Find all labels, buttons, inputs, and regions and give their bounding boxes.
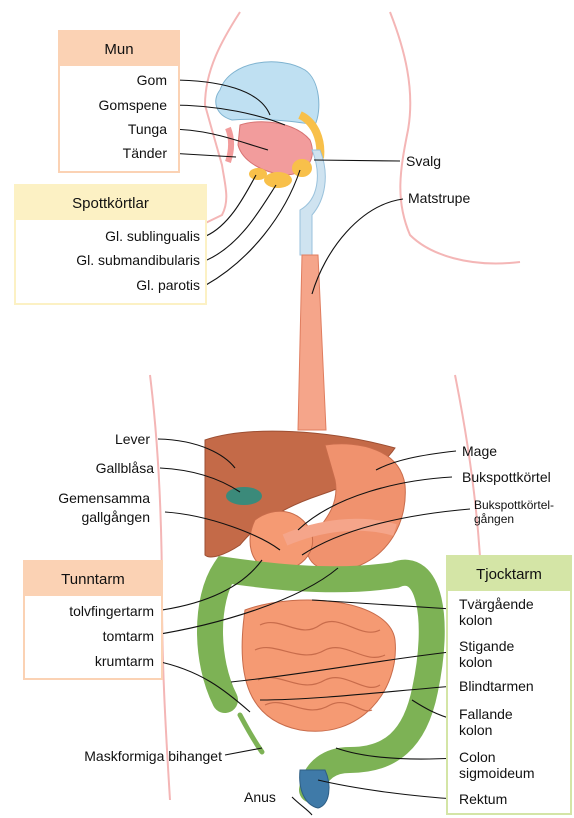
label-gemensamma-2: gallgången — [81, 509, 150, 525]
label-krumtarm: krumtarm — [95, 653, 154, 669]
tunntarm-title: Tunntarm — [61, 571, 125, 588]
label-gallblasa: Gallblåsa — [96, 460, 154, 476]
leader-maskformiga — [225, 748, 262, 755]
leader-blindtarmen — [260, 686, 456, 700]
leader-tomtarm — [148, 568, 338, 636]
leader-bukspottkortelgangen — [302, 509, 470, 555]
leader-tvargaende — [312, 600, 452, 609]
leader-mage — [376, 451, 456, 470]
label-sublingualis: Gl. sublingualis — [105, 228, 200, 244]
label-fallande-kolon: Fallande kolon — [459, 706, 539, 738]
leader-anus — [292, 797, 312, 815]
leader-lever — [158, 439, 235, 468]
label-tunga: Tunga — [128, 121, 167, 137]
label-colon-sigmoideum: Colon sigmoideum — [459, 749, 549, 781]
label-tander: Tänder — [123, 145, 167, 161]
label-tolvfingertarm: tolvfingertarm — [69, 603, 154, 619]
label-bukspottkortel: Bukspottkörtel — [462, 469, 551, 485]
label-colon-sigmoideum-text: Colon sigmoideum — [459, 749, 534, 781]
label-gomspene: Gomspene — [99, 97, 167, 113]
label-tvargaende-kolon-text: Tvärgående kolon — [459, 596, 534, 628]
leader-tolvfingertarm — [155, 560, 262, 611]
leader-gom — [170, 80, 270, 115]
label-bukspottkortelgangen-2: gången — [474, 511, 514, 527]
leader-bukspottkortel — [298, 477, 452, 530]
mun-title: Mun — [104, 41, 133, 58]
leader-svalg — [314, 160, 400, 161]
label-stigande-kolon-text: Stigande kolon — [459, 638, 514, 670]
label-mage: Mage — [462, 443, 497, 459]
leader-tunga — [168, 129, 268, 150]
spottkortlar-header: Spottkörtlar — [16, 186, 205, 220]
leader-stigande — [231, 652, 450, 682]
label-rektum: Rektum — [459, 791, 507, 807]
label-gemensamma-1: Gemensamma — [58, 490, 150, 506]
label-fallande-kolon-text: Fallande kolon — [459, 706, 513, 738]
label-svalg: Svalg — [406, 153, 441, 169]
label-anus: Anus — [244, 789, 276, 805]
tjocktarm-title: Tjocktarm — [476, 566, 542, 583]
label-stigande-kolon: Stigande kolon — [459, 638, 539, 670]
label-gom: Gom — [137, 72, 167, 88]
leader-parotis — [206, 170, 300, 285]
leader-colon-sigmoideum — [336, 748, 456, 759]
leader-sublingualis — [206, 175, 256, 236]
label-matstrupe: Matstrupe — [408, 190, 470, 206]
label-lever: Lever — [115, 431, 150, 447]
tjocktarm-header: Tjocktarm — [448, 557, 570, 591]
label-maskformiga-bihanget: Maskformiga bihanget — [84, 748, 222, 764]
leader-gemensamma — [165, 512, 280, 550]
spottkortlar-title: Spottkörtlar — [72, 195, 149, 212]
label-submandibularis: Gl. submandibularis — [76, 252, 200, 268]
leader-gomspene — [170, 105, 285, 125]
leader-gallblasa — [160, 468, 240, 492]
tunntarm-header: Tunntarm — [25, 562, 161, 596]
label-tomtarm: tomtarm — [103, 628, 154, 644]
leader-matstrupe — [312, 199, 403, 294]
label-parotis: Gl. parotis — [136, 277, 200, 293]
label-tvargaende-kolon: Tvärgående kolon — [459, 596, 567, 628]
mun-header: Mun — [60, 32, 178, 66]
label-blindtarmen: Blindtarmen — [459, 678, 534, 694]
leader-krumtarm — [156, 661, 250, 712]
leader-rektum — [318, 780, 456, 799]
leader-submandibularis — [207, 185, 276, 260]
